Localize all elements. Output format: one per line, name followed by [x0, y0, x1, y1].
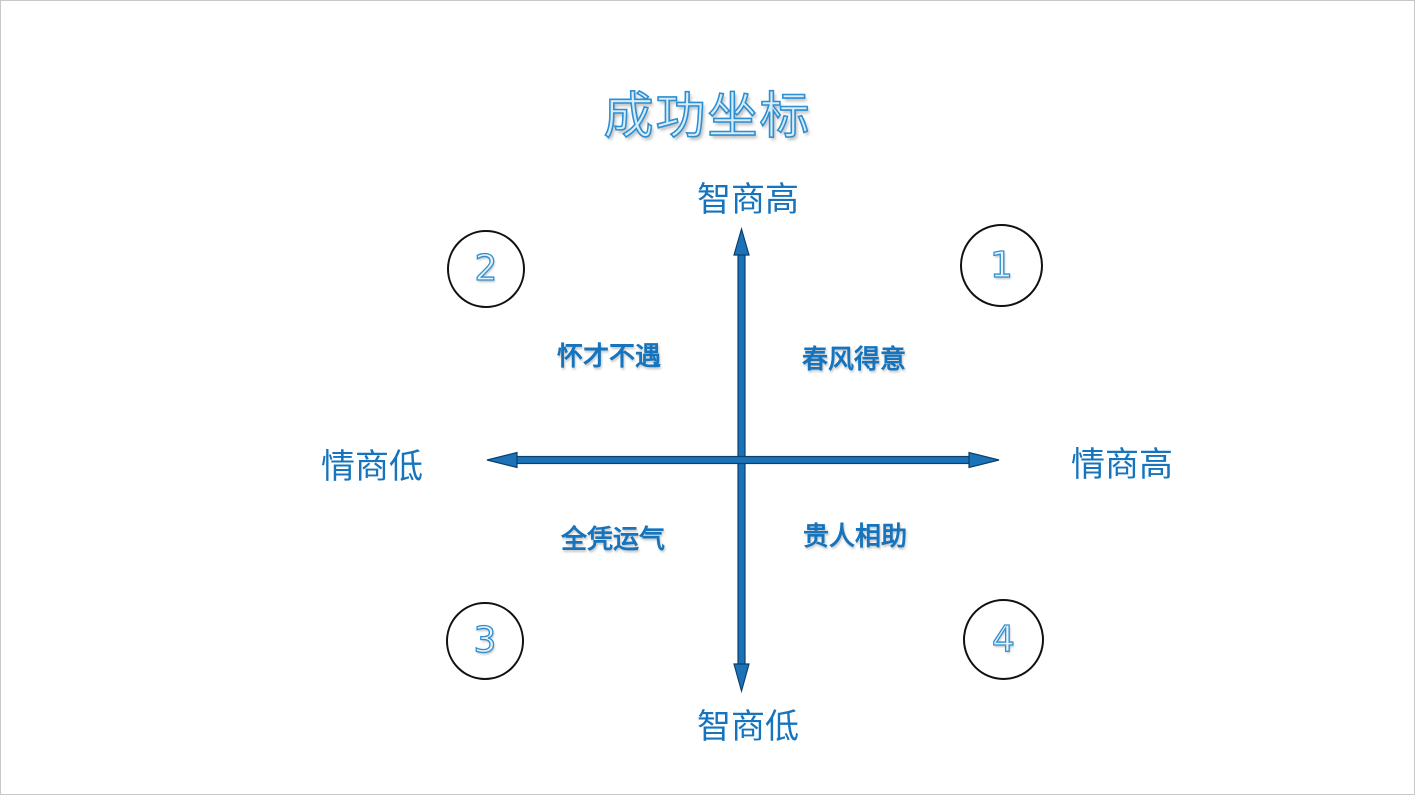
- quadrant-1-badge: 1: [960, 224, 1043, 307]
- quadrant-1-label: 春风得意: [802, 345, 907, 375]
- quadrant-2-label: 怀才不遇: [557, 342, 662, 372]
- quadrant-4-badge: 4: [963, 599, 1044, 680]
- quadrant-4-label: 贵人相助: [803, 522, 908, 552]
- quadrant-1-number: 1: [989, 244, 1013, 286]
- diagram-title: 成功坐标: [603, 86, 812, 146]
- axis-label-left: 情商低: [321, 447, 423, 487]
- quadrant-3-label: 全凭运气: [561, 525, 666, 555]
- horizontal-axis-arrow: [486, 451, 1000, 469]
- quadrant-2-number: 2: [474, 248, 498, 289]
- quadrant-3-number: 3: [473, 620, 497, 661]
- axis-label-right: 情商高: [1071, 445, 1173, 485]
- axis-label-top: 智商高: [697, 180, 799, 220]
- quadrant-4-number: 4: [991, 618, 1015, 660]
- quadrant-2-badge: 2: [447, 230, 525, 308]
- axis-label-bottom: 智商低: [697, 707, 799, 747]
- quadrant-3-badge: 3: [446, 602, 524, 680]
